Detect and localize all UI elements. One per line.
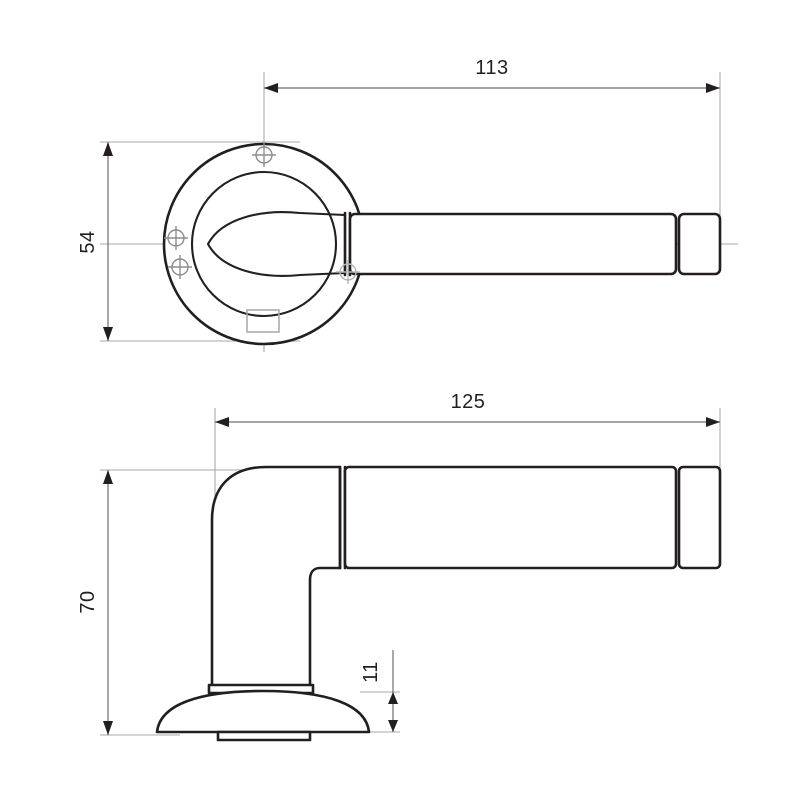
dimension-70: 70 <box>77 470 113 735</box>
rose-bottom-tab <box>216 730 312 742</box>
side-view-group: 125 70 11 <box>77 391 722 742</box>
lever-neck-side-view <box>210 465 342 692</box>
dimension-11: 11 <box>360 650 398 732</box>
rosette-inner-circle <box>190 170 338 318</box>
lever-base-teardrop <box>206 211 347 277</box>
lever-arm-top-view <box>348 212 678 276</box>
spindle-slot-hidden-detail <box>246 309 280 333</box>
lever-end-cap-top-view <box>677 212 722 276</box>
lever-end-cap-side-view <box>677 465 722 570</box>
screw-hole-top-icon <box>252 143 276 167</box>
dimension-125-label: 125 <box>451 391 486 413</box>
dimension-113: 113 <box>264 57 720 93</box>
dimension-125: 125 <box>215 391 720 427</box>
screw-hole-left-upper-icon <box>164 226 188 250</box>
dimension-54-label: 54 <box>77 230 99 253</box>
dimension-113-label: 113 <box>475 57 508 79</box>
dimension-70-label: 70 <box>77 590 99 613</box>
rose-base-dome <box>155 689 371 734</box>
top-view-group: 113 54 <box>77 57 738 352</box>
lever-arm-side-view <box>343 465 678 570</box>
screw-hole-left-lower-icon <box>168 255 192 279</box>
dimension-11-label: 11 <box>360 661 382 683</box>
rosette-outer-circle <box>162 142 366 346</box>
screw-hole-right-icon <box>336 260 360 284</box>
dimension-54: 54 <box>77 142 113 341</box>
